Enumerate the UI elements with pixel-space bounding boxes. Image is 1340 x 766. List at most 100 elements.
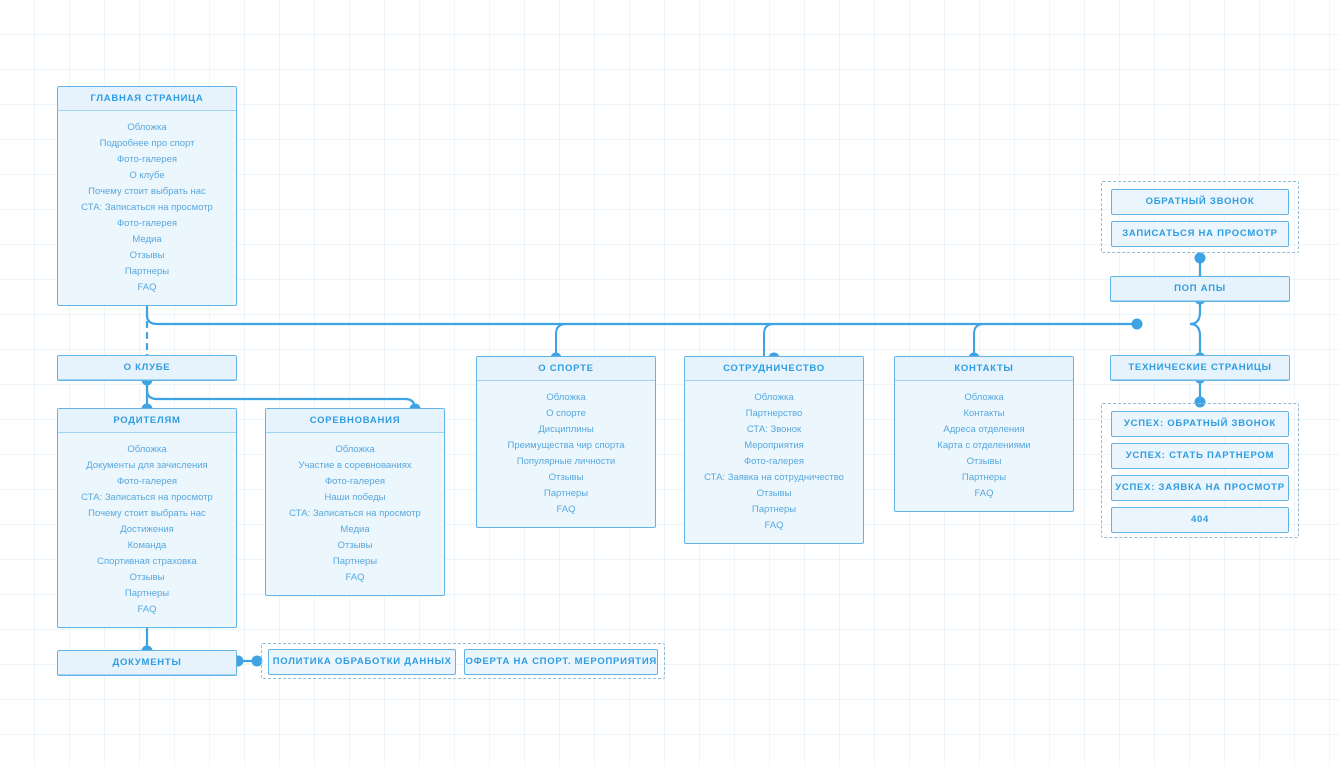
page-section-item: Обложка	[335, 444, 375, 455]
page-section-item: Адреса отделения	[943, 424, 1025, 435]
node-about-sport-title: О СПОРТЕ	[477, 357, 655, 381]
page-section-item: Спортивная страховка	[97, 556, 197, 567]
page-section-item: Наши победы	[324, 492, 386, 503]
page-section-item: СТА: Записаться на просмотр	[81, 202, 213, 213]
page-section-item: Партнерство	[745, 408, 803, 419]
page-section-item: FAQ	[974, 488, 994, 499]
page-section-item: Обложка	[546, 392, 586, 403]
node-technical-pages[interactable]: ТЕХНИЧЕСКИЕ СТРАНИЦЫ	[1110, 355, 1290, 381]
page-section-item: FAQ	[345, 572, 365, 583]
page-section-item: Обложка	[964, 392, 1004, 403]
group-leaf-node[interactable]: УСПЕХ: ЗАЯВКА НА ПРОСМОТР	[1111, 475, 1289, 501]
page-section-item: Мероприятия	[744, 440, 804, 451]
page-section-item: Партнеры	[751, 504, 797, 515]
group-leaf-node-title: ОФЕРТА НА СПОРТ. МЕРОПРИЯТИЯ	[465, 656, 657, 667]
page-section-item: О спорте	[546, 408, 586, 419]
node-documents-title: ДОКУМЕНТЫ	[58, 651, 236, 675]
group-technical: УСПЕХ: ОБРАТНЫЙ ЗВОНОК УСПЕХ: СТАТЬ ПАРТН…	[1101, 403, 1299, 538]
node-about-club-title: О КЛУБЕ	[58, 356, 236, 380]
page-section-item: Партнеры	[543, 488, 589, 499]
page-section-item: Обложка	[127, 444, 167, 455]
page-section-item: FAQ	[137, 604, 157, 615]
page-section-item: Участие в соревнованиях	[298, 460, 412, 471]
page-section-item: СТА: Записаться на просмотр	[289, 508, 421, 519]
page-section-item: О клубе	[129, 170, 165, 181]
page-section-item: Медиа	[340, 524, 370, 535]
group-leaf-node-title: 404	[1190, 514, 1210, 525]
node-cooperation-title: СОТРУДНИЧЕСТВО	[685, 357, 863, 381]
page-section-item: Партнеры	[332, 556, 378, 567]
page-section-item: Фото-галерея	[743, 456, 805, 467]
group-leaf-node-title: ОБРАТНЫЙ ЗВОНОК	[1145, 196, 1255, 207]
page-section-item: Фото-галерея	[116, 218, 178, 229]
group-leaf-node-title: УСПЕХ: ОБРАТНЫЙ ЗВОНОК	[1123, 418, 1277, 429]
page-section-item: Партнеры	[124, 266, 170, 277]
page-section-item: Фото-галерея	[116, 476, 178, 487]
page-section-item: Отзывы	[337, 540, 373, 551]
page-section-item: FAQ	[556, 504, 576, 515]
node-documents[interactable]: ДОКУМЕНТЫ	[57, 650, 237, 676]
group-leaf-node[interactable]: УСПЕХ: СТАТЬ ПАРТНЕРОМ	[1111, 443, 1289, 469]
node-popups[interactable]: ПОП АПЫ	[1110, 276, 1290, 302]
group-popups: ОБРАТНЫЙ ЗВОНОК ЗАПИСАТЬСЯ НА ПРОСМОТР	[1101, 181, 1299, 253]
page-section-item: Партнеры	[124, 588, 170, 599]
page-section-item: Фото-галерея	[116, 154, 178, 165]
node-parents-title: РОДИТЕЛЯМ	[58, 409, 236, 433]
group-leaf-node-title: УСПЕХ: ЗАЯВКА НА ПРОСМОТР	[1115, 482, 1285, 493]
group-leaf-node[interactable]: ОФЕРТА НА СПОРТ. МЕРОПРИЯТИЯ	[464, 649, 658, 675]
page-section-item: Популярные личности	[516, 456, 616, 467]
page-section-item: СТА: Заявка на сотрудничество	[704, 472, 844, 483]
group-leaf-node[interactable]: ПОЛИТИКА ОБРАБОТКИ ДАННЫХ	[268, 649, 457, 675]
page-section-item: Подробнее про спорт	[99, 138, 195, 149]
group-popups-items: ОБРАТНЫЙ ЗВОНОК ЗАПИСАТЬСЯ НА ПРОСМОТР	[1102, 182, 1298, 254]
page-section-item: Достижения	[120, 524, 174, 535]
node-main-page-title: ГЛАВНАЯ СТРАНИЦА	[58, 87, 236, 111]
group-leaf-node[interactable]: 404	[1111, 507, 1289, 533]
page-section-item: СТА: Звонок	[746, 424, 802, 435]
node-competitions-title: СОРЕВНОВАНИЯ	[266, 409, 444, 433]
page-section-item: Отзывы	[756, 488, 792, 499]
group-leaf-node[interactable]: УСПЕХ: ОБРАТНЫЙ ЗВОНОК	[1111, 411, 1289, 437]
group-leaf-node[interactable]: ОБРАТНЫЙ ЗВОНОК	[1111, 189, 1289, 215]
page-section-item: Карта с отделениями	[937, 440, 1031, 451]
page-section-item: Фото-галерея	[324, 476, 386, 487]
page-section-item: Дисциплины	[538, 424, 594, 435]
group-leaf-node[interactable]: ЗАПИСАТЬСЯ НА ПРОСМОТР	[1111, 221, 1289, 247]
page-section-item: Отзывы	[966, 456, 1002, 467]
page-section-item: Отзывы	[129, 572, 165, 583]
group-leaf-node-title: ПОЛИТИКА ОБРАБОТКИ ДАННЫХ	[272, 656, 452, 667]
page-section-item: FAQ	[764, 520, 784, 531]
page-section-item: Команда	[127, 540, 167, 551]
page-section-item: FAQ	[137, 282, 157, 293]
node-popups-title: ПОП АПЫ	[1111, 277, 1289, 301]
page-section-item: Обложка	[127, 122, 167, 133]
group-documents-items: ПОЛИТИКА ОБРАБОТКИ ДАННЫХ ОФЕРТА НА СПОРТ…	[262, 644, 664, 680]
group-documents: ПОЛИТИКА ОБРАБОТКИ ДАННЫХ ОФЕРТА НА СПОРТ…	[261, 643, 665, 679]
page-section-item: Преимущества чир спорта	[507, 440, 625, 451]
node-contacts-title: КОНТАКТЫ	[895, 357, 1073, 381]
node-about-club[interactable]: О КЛУБЕ	[57, 355, 237, 381]
page-section-item: Медиа	[132, 234, 162, 245]
page-section-item: Контакты	[963, 408, 1005, 419]
group-leaf-node-title: УСПЕХ: СТАТЬ ПАРТНЕРОМ	[1125, 450, 1275, 461]
node-technical-pages-title: ТЕХНИЧЕСКИЕ СТРАНИЦЫ	[1111, 356, 1289, 380]
page-section-item: Отзывы	[129, 250, 165, 261]
page-section-item: Обложка	[754, 392, 794, 403]
page-section-item: СТА: Записаться на просмотр	[81, 492, 213, 503]
page-section-item: Почему стоит выбрать нас	[88, 186, 206, 197]
group-technical-items: УСПЕХ: ОБРАТНЫЙ ЗВОНОК УСПЕХ: СТАТЬ ПАРТН…	[1102, 404, 1298, 540]
page-section-item: Партнеры	[961, 472, 1007, 483]
page-section-item: Почему стоит выбрать нас	[88, 508, 206, 519]
